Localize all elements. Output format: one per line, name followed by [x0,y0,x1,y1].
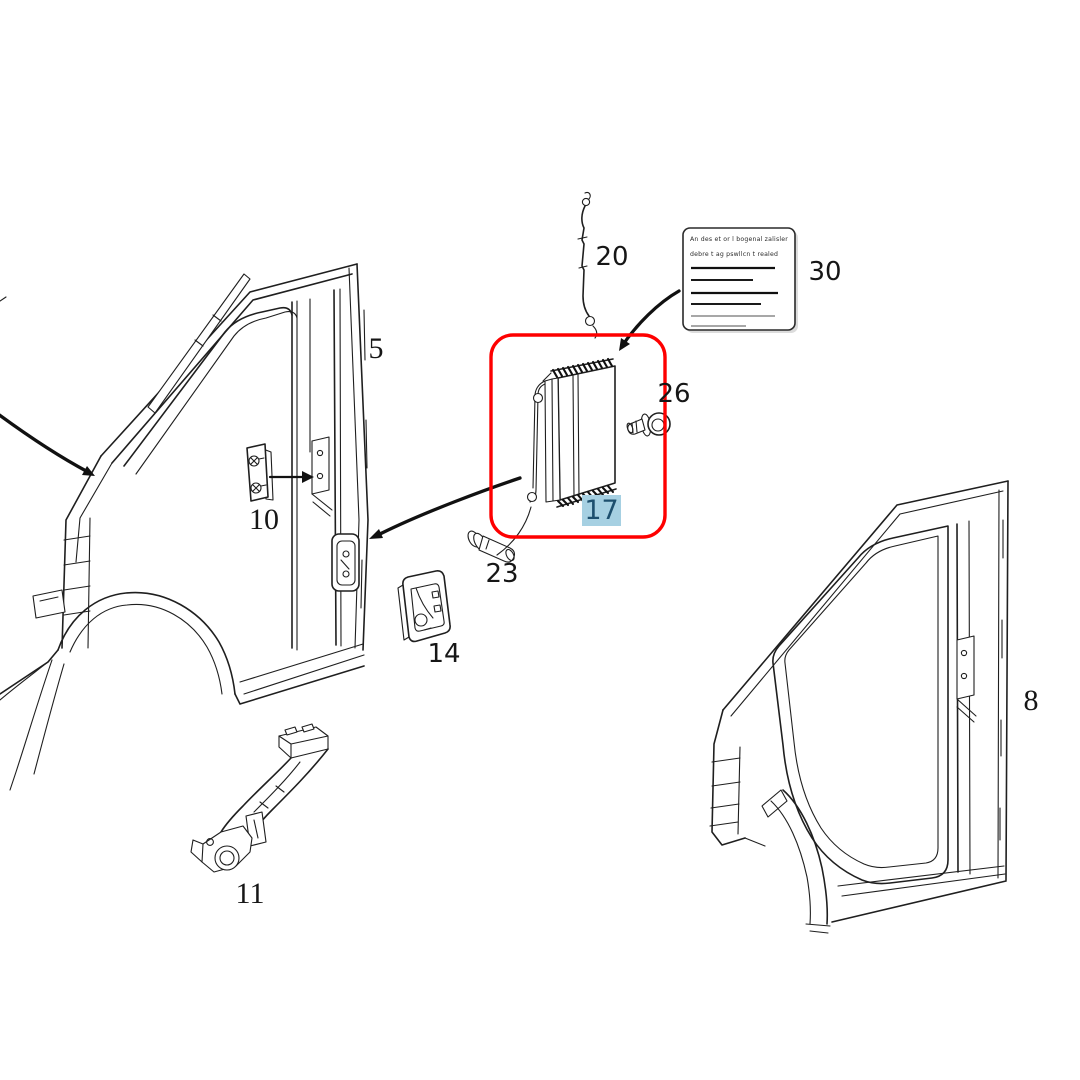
housing-bracket-14 [397,570,451,643]
callout-label-11[interactable]: 11 [235,877,265,910]
wiring-harness-20 [577,191,598,339]
highlight-box-part-17 [489,333,667,539]
callout-label-23[interactable]: 23 [485,559,519,589]
callout-label-26[interactable]: 26 [657,379,691,409]
bolt-26 [626,412,671,437]
stray-mark [0,296,7,302]
hinge-plate-10 [246,443,274,502]
callout-label-20[interactable]: 20 [595,242,629,272]
control-module-17 [526,357,617,508]
arrow-left-arc [0,413,90,474]
callout-label-30[interactable]: 30 [808,257,842,287]
arrow-left-arc-head [82,466,95,476]
wheelhouse-bracket-11 [190,723,329,873]
panel-5-side-frame [0,263,369,791]
arrow-sticker-to-module-head [619,338,630,351]
callout-label-17: 17 [584,495,619,526]
arrow-module-to-panel [378,476,522,536]
leader-arrows [0,289,681,556]
leader-line-module-to-clip [496,506,532,556]
rivet-clip-23 [467,530,516,563]
warning-sticker-30: An des et or l bogenal zalisler debre t … [682,227,798,333]
callout-label-5[interactable]: 5 [368,332,384,365]
callout-label-10[interactable]: 10 [249,503,279,536]
arrow-plate10-head [302,471,314,483]
arrow-sticker-to-module [620,289,681,348]
arrow-module-to-panel-head [369,529,383,539]
panel-8-side-frame [709,480,1009,934]
callout-label-8[interactable]: 8 [1023,684,1039,717]
sticker-text-line-1: An des et or l bogenal zalisler [690,236,788,243]
selected-part-chip[interactable]: 17 [582,495,621,526]
sticker-text-line-2: debre t ag pswllcn t realed [690,251,778,258]
callout-label-14[interactable]: 14 [427,639,461,669]
